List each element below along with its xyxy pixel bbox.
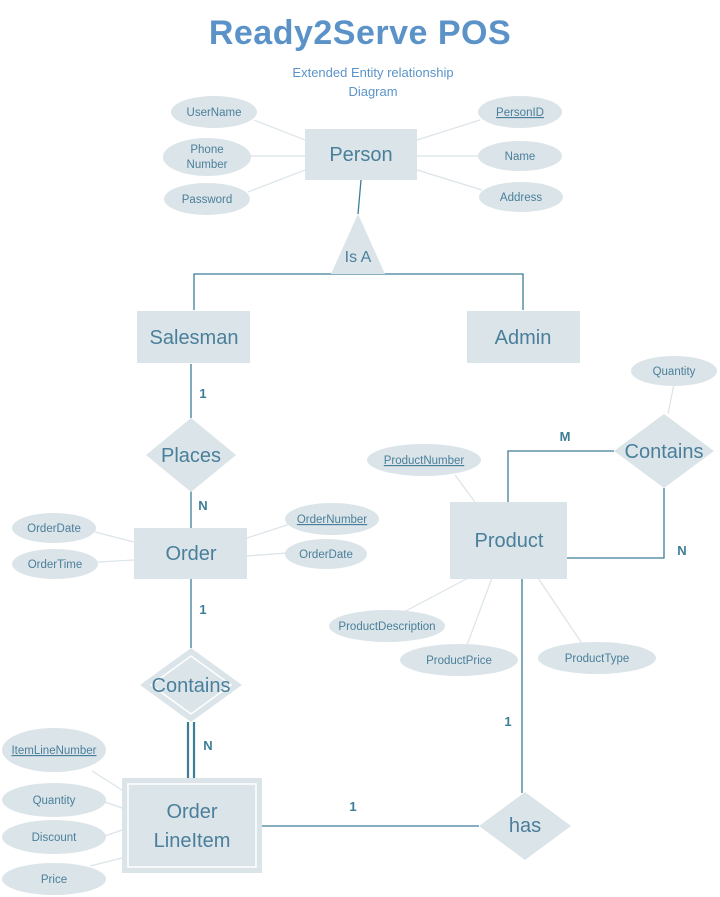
svg-text:Name: Name (505, 151, 536, 163)
attribute-orderdate-right[interactable]: OrderDate (285, 539, 367, 569)
svg-text:OrderDate: OrderDate (27, 523, 81, 535)
svg-text:Number: Number (187, 159, 228, 171)
svg-text:ProductNumber: ProductNumber (384, 455, 465, 467)
subtitle-line-2: Diagram (348, 84, 398, 99)
isa-triangle[interactable]: Is A (331, 214, 385, 274)
cardinality-labels: 1 N 1 N M N 1 1 (198, 386, 686, 814)
attribute-name[interactable]: Name (478, 141, 562, 171)
svg-text:OrderTime: OrderTime (28, 559, 83, 571)
attribute-username[interactable]: UserName (171, 96, 257, 128)
attribute-discount[interactable]: Discount (2, 820, 106, 854)
relationship-places[interactable]: Places (146, 418, 236, 492)
entity-salesman-label: Salesman (150, 327, 239, 349)
svg-text:ProductDescription: ProductDescription (338, 621, 435, 633)
cardinality-places-order: N (198, 498, 207, 513)
relationship-has-label: has (509, 815, 541, 837)
svg-text:OrderDate: OrderDate (299, 549, 353, 561)
attribute-price[interactable]: Price (2, 863, 106, 895)
attribute-itemlinenumber-key[interactable]: ItemLineNumber (2, 728, 106, 772)
attribute-address[interactable]: Address (479, 182, 563, 212)
diagram-subtitle: Extended Entity relationship Diagram (260, 63, 486, 101)
attribute-quantity-lineitem[interactable]: Quantity (2, 783, 106, 817)
svg-text:ProductType: ProductType (565, 653, 630, 665)
svg-text:OrderNumber: OrderNumber (297, 514, 367, 526)
svg-text:ItemLineNumber: ItemLineNumber (11, 745, 96, 757)
svg-text:ProductPrice: ProductPrice (426, 655, 492, 667)
relationship-connectors (186, 179, 665, 827)
svg-text:Quantity: Quantity (33, 795, 76, 807)
attribute-producttype[interactable]: ProductType (538, 642, 656, 674)
cardinality-product-contains-m: M (560, 429, 571, 444)
attribute-orderdate-left[interactable]: OrderDate (12, 513, 96, 543)
cardinality-contains-lineitem: N (203, 738, 212, 753)
svg-text:Quantity: Quantity (653, 366, 696, 378)
svg-text:Phone: Phone (190, 144, 223, 156)
attribute-quantity-contains[interactable]: Quantity (631, 356, 717, 386)
cardinality-salesman-places: 1 (199, 386, 206, 401)
svg-text:Password: Password (182, 194, 233, 206)
svg-text:PersonID: PersonID (496, 107, 544, 119)
weak-entity-orderlineitem[interactable]: Order LineItem (122, 778, 262, 873)
relationship-contains-order[interactable]: Contains (140, 648, 242, 722)
attribute-ordertime[interactable]: OrderTime (12, 549, 98, 579)
relationship-has[interactable]: has (479, 792, 571, 860)
subtitle-line-1: Extended Entity relationship (292, 65, 454, 80)
entity-salesman[interactable]: Salesman (137, 311, 250, 363)
entity-person[interactable]: Person (305, 129, 417, 180)
relationship-contains-product-label: Contains (625, 441, 704, 463)
entity-order-label: Order (165, 543, 216, 565)
cardinality-order-contains: 1 (199, 602, 206, 617)
entity-person-label: Person (329, 144, 392, 166)
attribute-password[interactable]: Password (164, 183, 250, 215)
entity-admin-label: Admin (495, 327, 552, 349)
attribute-ordernumber-key[interactable]: OrderNumber (285, 503, 379, 535)
attribute-personid-key[interactable]: PersonID (478, 96, 562, 128)
entity-order[interactable]: Order (134, 528, 247, 579)
attribute-connectors (89, 119, 675, 867)
entity-product[interactable]: Product (450, 502, 567, 579)
relationship-contains-product[interactable]: Contains (614, 414, 714, 488)
entity-orderlineitem-label-2: LineItem (154, 830, 231, 852)
attribute-productprice[interactable]: ProductPrice (400, 644, 518, 676)
attribute-productnumber-key[interactable]: ProductNumber (367, 444, 481, 476)
cardinality-product-contains-n: N (677, 543, 686, 558)
entity-admin[interactable]: Admin (467, 311, 580, 363)
diagram-title: Ready2Serve POS (208, 14, 512, 52)
attribute-productdescription[interactable]: ProductDescription (329, 610, 445, 642)
svg-text:UserName: UserName (187, 107, 242, 119)
relationship-contains-order-label: Contains (152, 675, 231, 697)
attribute-phone-number[interactable]: Phone Number (163, 138, 251, 176)
svg-text:Price: Price (41, 874, 67, 886)
entity-orderlineitem-label-1: Order (166, 801, 217, 823)
relationship-places-label: Places (161, 445, 221, 467)
svg-text:Discount: Discount (32, 832, 78, 844)
cardinality-lineitem-has: 1 (349, 799, 356, 814)
isa-label: Is A (345, 249, 372, 266)
entity-product-label: Product (475, 530, 544, 552)
cardinality-product-has: 1 (504, 714, 511, 729)
svg-text:Address: Address (500, 192, 542, 204)
